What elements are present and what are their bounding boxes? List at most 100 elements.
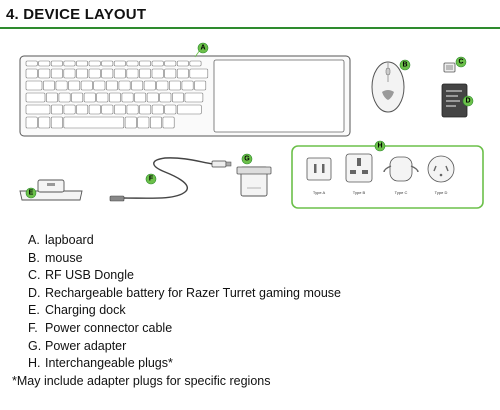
keyboard-key	[139, 60, 151, 67]
keyboard-key	[156, 80, 169, 91]
keyboard-key	[25, 60, 38, 67]
svg-text:Type B: Type B	[353, 190, 366, 195]
keyboard-key	[139, 68, 151, 79]
svg-text:C: C	[458, 59, 463, 66]
battery-illustration	[441, 83, 468, 118]
keyboard-key	[63, 104, 76, 115]
keyboard-key	[50, 68, 63, 79]
touchpad	[213, 59, 345, 133]
keyboard-key	[38, 116, 51, 129]
callout-f: F	[145, 173, 157, 185]
keyboard-key	[189, 60, 202, 67]
keyboard-key	[184, 92, 204, 103]
callout-c: C	[455, 56, 467, 68]
keyboard-key	[181, 80, 194, 91]
keyboard-key	[113, 60, 126, 67]
keyboard-key	[143, 80, 156, 91]
keyboard-key	[63, 68, 76, 79]
callout-b: B	[399, 59, 411, 71]
keyboard-key	[172, 92, 184, 103]
svg-text:Type D: Type D	[435, 190, 448, 195]
keyboard-key	[101, 104, 114, 115]
keyboard-key	[109, 92, 121, 103]
keyboard-key	[164, 68, 177, 79]
keyboard-keys	[25, 60, 209, 129]
keyboard-key	[68, 80, 81, 91]
keyboard-key	[42, 80, 55, 91]
keyboard-key	[126, 68, 139, 79]
keyboard-key	[124, 116, 137, 129]
keyboard-key	[25, 116, 38, 129]
list-item: D.Rechargeable battery for Razer Turret …	[28, 285, 341, 300]
keyboard-key	[88, 60, 101, 67]
svg-text:Type C: Type C	[395, 190, 408, 195]
svg-text:F: F	[149, 176, 154, 183]
keyboard-key	[146, 92, 159, 103]
keyboard-key	[194, 80, 207, 91]
list-item: F.Power connector cable	[28, 320, 173, 335]
list-item: B.mouse	[28, 250, 83, 265]
keyboard-key	[25, 68, 38, 79]
component-list: A.lapboard B.mouse C.RF USB Dongle D.Rec…	[28, 232, 341, 373]
keyboard-key	[126, 60, 139, 67]
keyboard-key	[126, 104, 139, 115]
callout-d: D	[462, 95, 474, 107]
keyboard-key	[96, 92, 109, 103]
keyboard-key	[139, 104, 152, 115]
keyboard-key	[189, 68, 209, 79]
keyboard-key	[58, 92, 71, 103]
keyboard-key	[76, 68, 89, 79]
keyboard-key	[93, 80, 106, 91]
footnote: *May include adapter plugs for specific …	[12, 374, 271, 388]
keyboard-key	[164, 60, 177, 67]
svg-text:G: G	[244, 156, 250, 163]
list-item: C.RF USB Dongle	[28, 268, 134, 283]
plug-type-b: Type B	[345, 153, 373, 195]
keyboard-key	[134, 92, 147, 103]
keyboard-key	[177, 104, 202, 115]
keyboard-key	[38, 68, 51, 79]
keyboard-key	[113, 68, 126, 79]
keyboard-key	[25, 80, 43, 91]
keyboard-key	[137, 116, 150, 129]
list-item: G.Power adapter	[28, 338, 127, 353]
section-heading: 4. DEVICE LAYOUT	[6, 6, 147, 23]
svg-text:H: H	[377, 143, 382, 150]
keyboard-key	[50, 104, 63, 115]
keyboard-key	[55, 80, 68, 91]
callout-e: E	[25, 187, 37, 199]
plug-type-a: Type A	[306, 157, 332, 195]
keyboard-key	[159, 92, 172, 103]
keyboard-key	[88, 68, 101, 79]
svg-text:B: B	[402, 62, 407, 69]
keyboard-key	[63, 116, 125, 129]
device-layout-diagram: A B C D E	[19, 42, 484, 209]
keyboard-key	[114, 104, 126, 115]
keyboard-key	[83, 92, 96, 103]
keyboard-key	[71, 92, 84, 103]
svg-text:E: E	[29, 190, 34, 197]
keyboard-key	[25, 92, 46, 103]
list-item: A.lapboard	[28, 233, 94, 247]
power-adapter-illustration	[236, 166, 272, 197]
keyboard-key	[101, 60, 114, 67]
lapboard-illustration	[19, 55, 351, 137]
power-cable-illustration	[109, 157, 232, 202]
keyboard-key	[76, 60, 89, 67]
keyboard-key	[38, 60, 51, 67]
keyboard-key	[176, 60, 189, 67]
keyboard-key	[76, 104, 89, 115]
keyboard-key	[169, 80, 181, 91]
heading-rule	[0, 27, 500, 29]
plugs-box: Type A Type B Type C Type D	[291, 145, 484, 209]
plug-type-d: Type D	[427, 155, 455, 195]
callout-g: G	[241, 153, 253, 165]
keyboard-key	[63, 60, 76, 67]
keyboard-key	[118, 80, 131, 91]
plug-type-c: Type C	[383, 156, 419, 195]
list-item: E.Charging dock	[28, 303, 126, 318]
keyboard-key	[121, 92, 134, 103]
keyboard-key	[131, 80, 144, 91]
keyboard-key	[151, 60, 164, 67]
keyboard-key	[151, 104, 164, 115]
